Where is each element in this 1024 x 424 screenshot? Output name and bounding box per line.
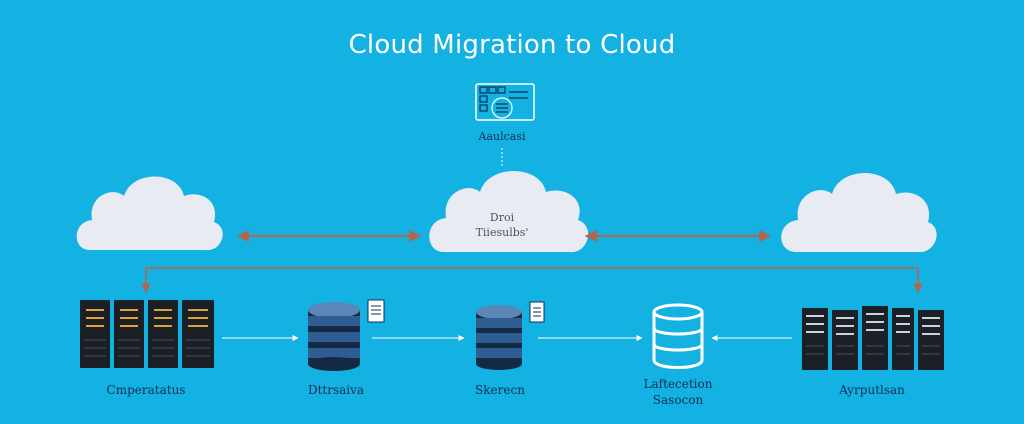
node-label-database-3-line2: Sasocon [652,393,704,407]
database-3-icon [652,303,704,369]
server-rack-left-icon [80,300,214,368]
cloud-center-line1: Droi [489,211,515,224]
connector-bracket [141,267,923,293]
node-label-servers-left: Cmperatatus [106,383,186,397]
cloud-center-line2: Tiiesulbs' [475,226,529,239]
diagram-title: Cloud Migration to Cloud [348,30,676,60]
database-2-icon [476,305,522,370]
cloud-right-icon [781,173,937,253]
cloud-center-text: Droi Tiiesulbs' [452,210,552,240]
database-1-icon [308,302,360,371]
node-label-database-3: Laftecetion Sasocon [618,376,738,408]
document-small-2-icon [529,301,545,323]
node-label-servers-right: Ayrputlsan [839,383,905,397]
server-rack-right-icon [802,306,944,370]
top-document-icon [475,83,535,168]
node-label-database-1: Dttrsaiva [307,383,365,397]
node-label-database-3-line1: Laftecetion [643,377,713,391]
top-document-caption: Aaulcasi [478,130,526,143]
cloud-center-icon [429,171,589,253]
document-small-1-icon [367,299,385,323]
cloud-left-icon [76,176,223,251]
node-label-database-2: Skerecn [475,383,525,397]
